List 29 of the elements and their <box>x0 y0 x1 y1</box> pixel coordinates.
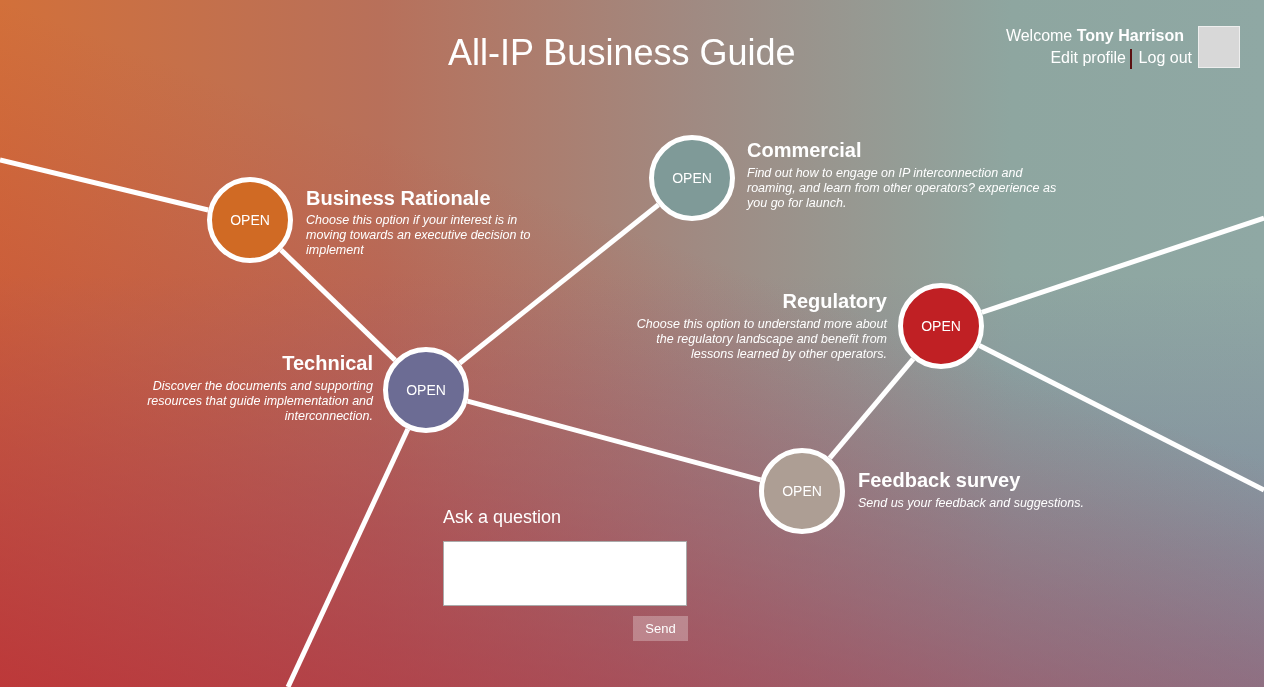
option-description: Choose this option if your interest is in moving towards an executive decision to implement <box>306 213 532 258</box>
option-heading: Business Rationale <box>306 187 491 210</box>
option-description: Discover the documents and supporting resources that guide implementation and interconnection. <box>146 379 373 424</box>
option-description: Find out how to engage on IP interconnection and roaming, and learn from other operators? experience as you go for launch. <box>747 166 1058 211</box>
option-heading: Feedback survey <box>858 469 1021 492</box>
connector-line <box>978 343 1264 493</box>
open-circle-button: OPEN <box>898 283 984 369</box>
send-button: Send <box>633 616 688 641</box>
question-heading: Ask a question <box>443 507 562 528</box>
connector-line <box>458 202 660 366</box>
connector-line <box>285 427 411 687</box>
open-circle-button: OPEN <box>759 448 845 534</box>
option-description: Send us your feedback and suggestions. <box>858 496 1085 511</box>
open-circle-button: OPEN <box>207 177 293 263</box>
connector-line <box>279 248 397 362</box>
page-title: All-IP Business Guide <box>448 32 796 74</box>
welcome-text: Welcome Tony Harrison <box>1005 27 1184 45</box>
connector-line <box>466 398 762 483</box>
connector-line <box>981 215 1264 315</box>
option-heading: Regulatory <box>782 290 887 313</box>
option-description: Choose this option to understand more about the regulatory landscape and benefit from lessons learned by other operators. <box>635 317 887 362</box>
open-circle-button: OPEN <box>649 135 735 221</box>
option-heading: Technical <box>282 352 373 375</box>
connector-line <box>827 357 916 460</box>
connector-line <box>0 157 209 213</box>
edit-profile-link: Edit profile <box>1050 49 1126 67</box>
open-circle-button: OPEN <box>383 347 469 433</box>
log-out-link: Log out <box>1138 49 1192 67</box>
option-heading: Commercial <box>747 139 862 162</box>
